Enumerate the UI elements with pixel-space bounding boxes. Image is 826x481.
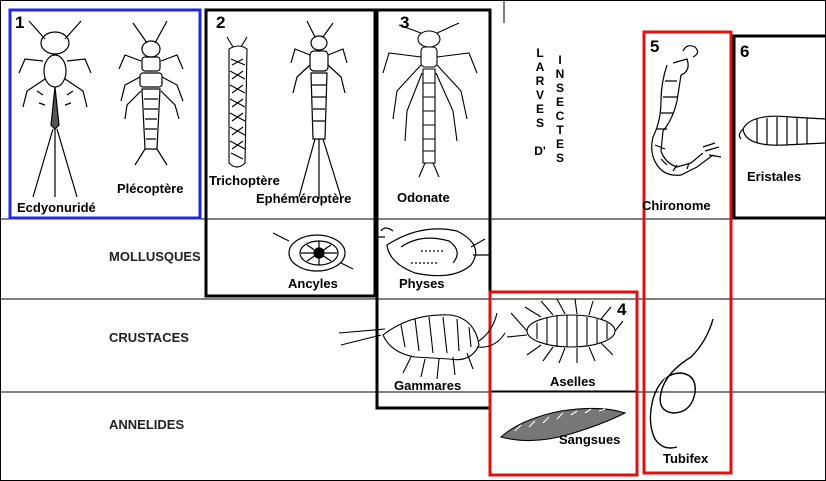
limpet-shell-icon <box>273 233 353 271</box>
label-physes: Physes <box>399 277 445 290</box>
row-label-crustaces: CRUSTACES <box>109 331 189 344</box>
tubifex-worm-icon <box>650 319 713 448</box>
row-label-annelides: ANNELIDES <box>109 418 184 431</box>
label-ecdyonuride: Ecdyonuridé <box>17 201 96 214</box>
stonefly-larva-icon <box>119 21 183 165</box>
rat-tailed-maggot-icon <box>739 116 825 145</box>
group-number-1: 1 <box>15 14 24 31</box>
group-box-5 <box>644 32 731 473</box>
label-ephemeroptere: Ephéméroptère <box>256 192 351 205</box>
label-gammares: Gammares <box>394 379 461 392</box>
mayfly-larva-icon <box>19 21 91 197</box>
group-number-4: 4 <box>617 301 626 318</box>
label-eristales: Eristales <box>747 170 801 183</box>
insect-larvae-label-col1: L A R V E S D' <box>534 46 546 158</box>
insect-larvae-label-col2: I N S E C T E S <box>554 53 566 165</box>
group-number-6: 6 <box>740 43 749 60</box>
mayfly-nymph-icon <box>291 21 347 199</box>
label-ancyles: Ancyles <box>288 277 338 290</box>
group-number-5: 5 <box>650 38 659 55</box>
row-label-mollusques: MOLLUSQUES <box>109 250 201 263</box>
bladder-snail-icon <box>377 228 489 276</box>
amphipod-icon <box>339 313 505 379</box>
isopod-icon <box>507 299 623 363</box>
label-chironome: Chironome <box>642 199 711 212</box>
label-odonate: Odonate <box>397 191 450 204</box>
group-number-3: 3 <box>400 14 409 31</box>
caddisfly-larva-icon <box>227 37 247 167</box>
midge-larva-icon <box>652 46 721 176</box>
dragonfly-larva-icon <box>383 23 477 177</box>
group-number-2: 2 <box>216 14 225 31</box>
group-box-6 <box>734 36 825 218</box>
label-trichoptere: Trichoptère <box>209 174 280 187</box>
label-plecoptere: Plécoptère <box>117 182 183 195</box>
label-tubifex: Tubifex <box>663 452 708 465</box>
label-sangsues: Sangsues <box>559 433 620 446</box>
label-aselles: Aselles <box>550 375 596 388</box>
